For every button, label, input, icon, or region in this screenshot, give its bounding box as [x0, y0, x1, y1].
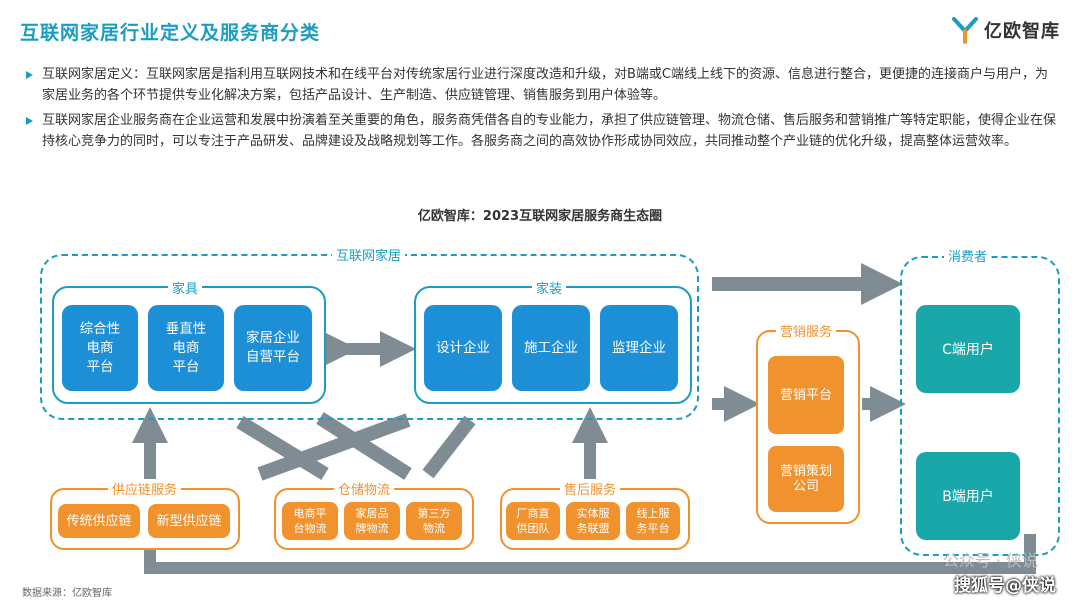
bullet-text: 互联网家居定义：互联网家居是指利用互联网技术和在线平台对传统家居行业进行深度改造… [42, 67, 1048, 103]
brand-logo-text: 亿欧智库 [984, 21, 1060, 42]
diagram-title: 亿欧智库：2023互联网家居服务商生态圈 [417, 209, 663, 224]
bullet-service-providers: 互联网家居企业服务商在企业运营和发展中扮演着至关重要的角色，服务商凭借各自的专业… [26, 110, 1060, 152]
decoration-label: 家装 [532, 278, 567, 297]
decoration-item-design: 设计企业 [424, 305, 502, 391]
after-sales-item-online: 线上服 务平台 [626, 502, 680, 540]
consumer-item-c-end: C端用户 [916, 305, 1020, 393]
bullet-text: 互联网家居企业服务商在企业运营和发展中扮演着至关重要的角色，服务商凭借各自的专业… [42, 113, 1057, 149]
page-title: 互联网家居行业定义及服务商分类 [20, 22, 321, 44]
cross-arrow-2 [316, 412, 412, 480]
after-sales-item-alliance: 实体服 务联盟 [566, 502, 620, 540]
bullet-marker-icon [26, 117, 33, 125]
brand-logo: 亿欧智库 [952, 16, 1060, 44]
consumer-item-b-end: B端用户 [916, 452, 1020, 540]
furniture-item-self-operated: 家居企业 自营平台 [234, 305, 312, 391]
cross-arrow-1 [236, 416, 329, 480]
watermark-wechat: 公众号 · 侠说 [942, 551, 1038, 570]
loop-connector [144, 534, 1036, 574]
furniture-item-comprehensive: 综合性 电商 平台 [62, 305, 138, 391]
decoration-item-supervision: 监理企业 [600, 305, 678, 391]
bullet-definition: 互联网家居定义：互联网家居是指利用互联网技术和在线平台对传统家居行业进行深度改造… [26, 64, 1060, 106]
data-source: 数据来源：亿欧智库 [22, 588, 112, 599]
watermark-sohu: 搜狐号@侠说 [954, 576, 1056, 596]
cross-arrow-4 [422, 415, 476, 479]
consumer-label: 消费者 [944, 246, 992, 265]
after-sales-label: 售后服务 [560, 479, 621, 498]
warehousing-item-ecommerce: 电商平 台物流 [282, 502, 338, 540]
internet-home-label: 互联网家居 [332, 245, 406, 264]
warehousing-item-third-party: 第三方 物流 [406, 502, 462, 540]
supply-chain-item-traditional: 传统供应链 [58, 504, 140, 538]
marketing-item-platform: 营销平台 [768, 356, 844, 434]
cross-arrow-3 [257, 413, 411, 481]
supply-chain-label: 供应链服务 [108, 479, 182, 498]
bullet-marker-icon [26, 71, 33, 79]
warehousing-item-brand: 家居品 牌物流 [344, 502, 400, 540]
marketing-item-agency: 营销策划 公司 [768, 446, 844, 512]
after-sales-item-direct: 厂商直 供团队 [506, 502, 560, 540]
brand-logo-icon [952, 17, 978, 44]
decoration-item-construction: 施工企业 [512, 305, 590, 391]
furniture-label: 家具 [168, 278, 203, 297]
marketing-label: 营销服务 [776, 321, 837, 340]
furniture-item-vertical: 垂直性 电商 平台 [148, 305, 224, 391]
warehousing-label: 仓储物流 [334, 479, 395, 498]
supply-chain-item-new: 新型供应链 [148, 504, 230, 538]
